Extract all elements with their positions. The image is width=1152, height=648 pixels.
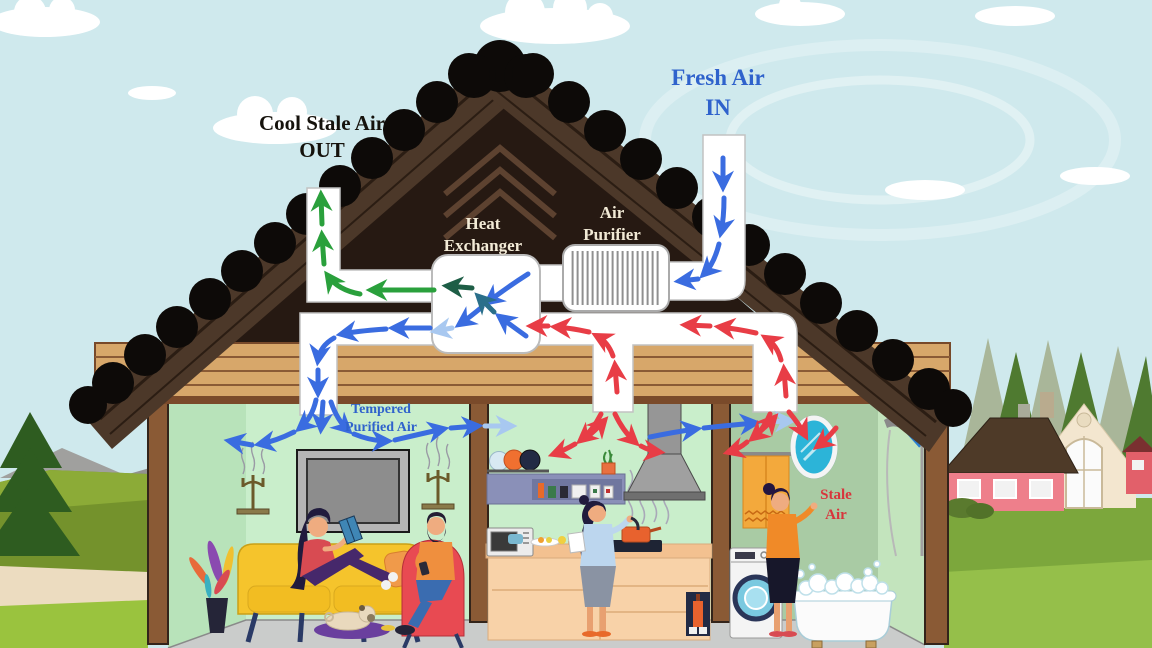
label-line: Stale bbox=[820, 487, 852, 503]
label-line: Air bbox=[825, 506, 847, 523]
label-fresh-air-in: Fresh Air IN bbox=[638, 63, 798, 123]
bathroom-woman bbox=[763, 483, 818, 637]
label-line: OUT bbox=[299, 138, 345, 163]
living-room-side-wall bbox=[168, 400, 246, 648]
cooking-woman bbox=[567, 495, 640, 637]
label-stale-air: Stale Air bbox=[804, 486, 868, 525]
stove-pot bbox=[610, 526, 662, 552]
label-line: Purified Air bbox=[345, 420, 417, 436]
post-left bbox=[147, 391, 169, 645]
label-line: Fresh Air bbox=[671, 65, 765, 90]
cloud bbox=[0, 0, 100, 37]
label-line: Heat bbox=[465, 214, 501, 233]
candelabra-right bbox=[421, 436, 455, 510]
pink-house bbox=[940, 404, 1079, 511]
bush bbox=[966, 503, 994, 519]
counter-food bbox=[508, 534, 588, 547]
post-kitchen-bath bbox=[711, 399, 731, 623]
kitchen-shelf bbox=[487, 449, 549, 473]
air-purifier-box bbox=[562, 244, 670, 312]
post-living-kitchen bbox=[469, 399, 489, 623]
label-line: Air bbox=[599, 203, 625, 222]
path bbox=[0, 566, 148, 612]
label-tempered-purified-air: Tempered Purified Air bbox=[322, 401, 440, 437]
kitchen-cabinet bbox=[486, 473, 626, 505]
cloud bbox=[885, 180, 965, 200]
bathtub bbox=[789, 560, 897, 648]
living-room bbox=[189, 436, 465, 648]
dog bbox=[314, 605, 395, 639]
small-red-house bbox=[1122, 436, 1152, 494]
man-on-armchair bbox=[395, 512, 455, 635]
roof-slope-left bbox=[80, 48, 532, 449]
attic-chevrons bbox=[443, 144, 557, 241]
wine-rack bbox=[686, 592, 710, 636]
supply-arrows bbox=[223, 316, 797, 455]
cloud bbox=[1060, 167, 1130, 185]
plant bbox=[189, 540, 234, 633]
kitchen bbox=[485, 399, 713, 641]
cloud bbox=[755, 0, 845, 26]
label-line: IN bbox=[705, 94, 731, 120]
label-cool-stale-air-out: Cool Stale Air OUT bbox=[232, 110, 412, 165]
background-right bbox=[940, 338, 1152, 648]
woman-reading bbox=[290, 508, 398, 590]
heat-exchanger-arrows bbox=[429, 271, 531, 339]
grass-light bbox=[944, 560, 1152, 648]
cloud bbox=[128, 86, 176, 100]
label-line: Exchanger bbox=[443, 236, 523, 256]
cloud bbox=[975, 6, 1055, 26]
label-air-purifier: Air Purifier bbox=[554, 202, 670, 246]
label-line: Tempered bbox=[351, 402, 411, 417]
airflow-arrows bbox=[223, 155, 839, 462]
grass-front bbox=[0, 600, 148, 648]
extractor-hood bbox=[623, 399, 706, 501]
cloud bbox=[480, 0, 630, 44]
stale-arrows bbox=[525, 314, 839, 462]
bubbles bbox=[795, 560, 889, 596]
label-line: Purifier bbox=[583, 225, 641, 245]
exhaust-arrows bbox=[310, 189, 437, 302]
label-heat-exchanger: Heat Exchanger bbox=[425, 213, 541, 257]
fresh-in-arrows bbox=[673, 155, 735, 291]
pine-tree bbox=[0, 412, 80, 556]
cloud bbox=[213, 96, 337, 144]
cabinet-plant bbox=[601, 449, 616, 475]
clouds bbox=[0, 0, 1130, 200]
label-line: Cool Stale Air bbox=[259, 111, 385, 135]
